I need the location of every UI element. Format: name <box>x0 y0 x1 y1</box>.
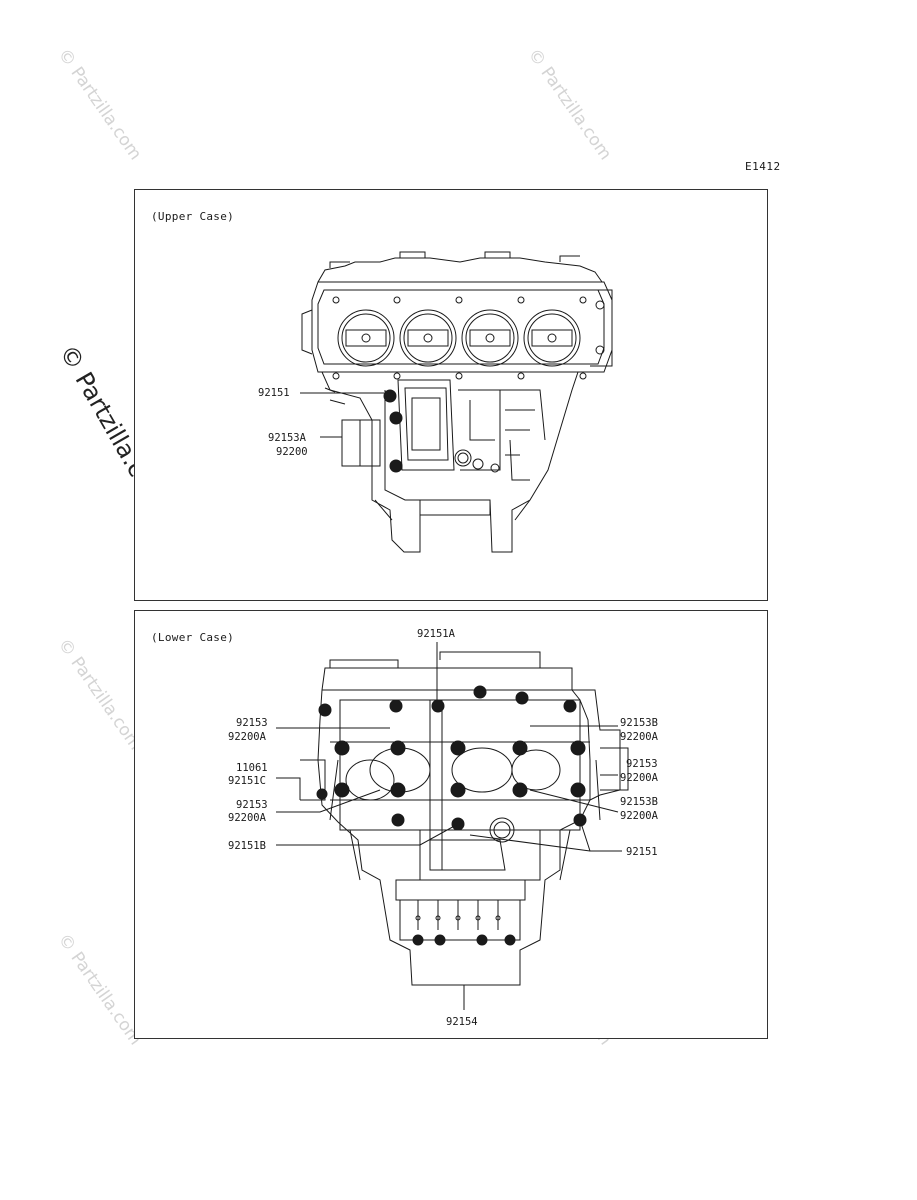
callout-92200: 92200 <box>276 446 308 458</box>
upper-crankcase-illustration <box>301 251 613 553</box>
callout-92200a: 92200A <box>228 812 267 824</box>
callout-92153: 92153 <box>626 758 658 770</box>
callout-92151: 92151 <box>258 387 290 399</box>
lower-case-panel: (Lower Case) <box>134 610 768 1039</box>
diagram-ref-code: E1412 <box>745 160 781 173</box>
callout-92151: 92151 <box>626 846 658 858</box>
callout-92153a: 92153A <box>268 432 307 444</box>
upper-case-title: (Upper Case) <box>151 210 235 223</box>
callout-92153b: 92153B <box>620 796 658 808</box>
lower-case-title: (Lower Case) <box>151 631 235 644</box>
callout-11061: 11061 <box>236 762 268 774</box>
callout-92153: 92153 <box>236 799 268 811</box>
callout-92151c: 92151C <box>228 775 266 787</box>
callout-92200a: 92200A <box>620 810 659 822</box>
callout-92200a: 92200A <box>620 731 659 743</box>
lower-crankcase-illustration <box>300 651 629 986</box>
callout-92200a: 92200A <box>228 731 267 743</box>
callout-92153: 92153 <box>236 717 268 729</box>
callout-92154: 92154 <box>446 1016 478 1028</box>
callout-92151b: 92151B <box>228 840 266 852</box>
callout-92151a: 92151A <box>417 628 456 640</box>
callout-92153b: 92153B <box>620 717 658 729</box>
callout-92200a: 92200A <box>620 772 659 784</box>
